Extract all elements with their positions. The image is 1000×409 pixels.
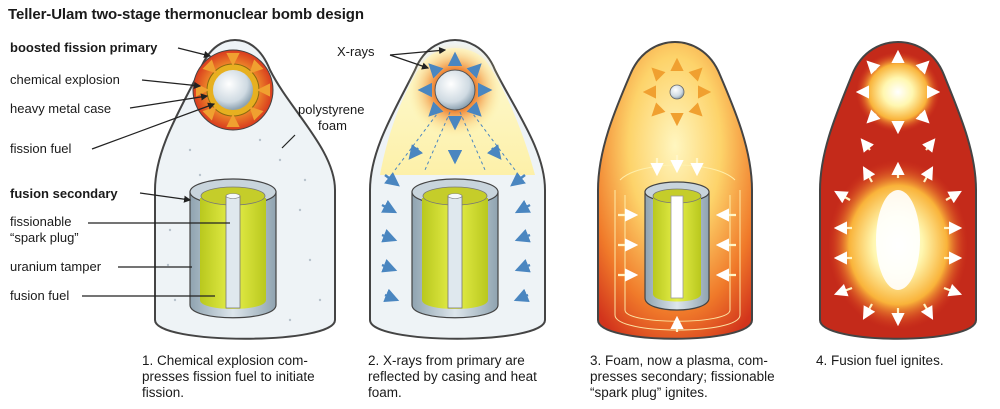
xray-leaders-2	[389, 46, 447, 70]
primary-sphere-2	[434, 69, 476, 111]
label-uranium-tamper: uranium tamper	[10, 259, 102, 274]
label-fissionable-line1: fissionable	[10, 214, 72, 229]
label-fission-fuel: fission fuel	[10, 141, 72, 156]
caption-1-line3: fission.	[142, 385, 185, 400]
caption-4: 4. Fusion fuel ignites.	[816, 353, 986, 369]
label-chemical-explosion: chemical explosion	[10, 72, 120, 87]
label-polystyrene: polystyrene	[298, 102, 365, 117]
page-title: Teller-Ulam two-stage thermonuclear bomb…	[8, 6, 364, 23]
secondary-cylinder-3	[644, 181, 710, 311]
caption-1-line2: presses fission fuel to initiate	[142, 369, 315, 384]
compression-arrows-3	[618, 155, 736, 332]
panel-1-stage-one	[82, 38, 336, 340]
expansion-arrows-4	[833, 49, 963, 327]
label-x-rays: X-rays	[337, 44, 375, 59]
secondary-cylinder-1	[189, 178, 277, 319]
caption-3-line3: “spark plug” ignites.	[590, 385, 708, 400]
caption-2-line2: reflected by casing and heat	[368, 369, 537, 384]
secondary-cylinder-2	[411, 178, 499, 319]
caption-1-line1: 1. Chemical explosion com-	[142, 353, 308, 368]
pressure-arrows-3	[642, 57, 712, 127]
foam-speckles-1	[166, 138, 322, 322]
label-boosted-fission-primary: boosted fission primary	[10, 40, 158, 55]
label-fissionable-line2: “spark plug”	[10, 230, 79, 245]
caption-2: 2. X-rays from primary are reflected by …	[368, 353, 573, 401]
caption-3: 3. Foam, now a plasma, com- presses seco…	[590, 353, 805, 401]
primary-remnant-3	[669, 84, 685, 100]
caption-4-line1: 4. Fusion fuel ignites.	[816, 353, 944, 368]
xray-paths-2	[394, 109, 516, 171]
fusion-core-4	[876, 190, 920, 290]
caption-3-line1: 3. Foam, now a plasma, com-	[590, 353, 768, 368]
caption-2-line3: foam.	[368, 385, 402, 400]
panel-3-stage-three	[597, 40, 753, 340]
label-fusion-fuel: fusion fuel	[10, 288, 70, 303]
label-fusion-secondary: fusion secondary	[10, 186, 118, 201]
caption-1: 1. Chemical explosion com- presses fissi…	[142, 353, 357, 401]
panel-2-stage-two	[369, 38, 546, 340]
label-heavy-metal-case: heavy metal case	[10, 101, 112, 116]
label-foam: foam	[318, 118, 347, 133]
xray-arrows-2	[381, 51, 531, 303]
panel-4-stage-four	[819, 40, 977, 340]
caption-3-line2: presses secondary; fissionable	[590, 369, 775, 384]
leader-lines-1	[82, 47, 296, 297]
fission-fuel-sphere-1	[213, 70, 253, 110]
caption-2-line1: 2. X-rays from primary are	[368, 353, 525, 368]
